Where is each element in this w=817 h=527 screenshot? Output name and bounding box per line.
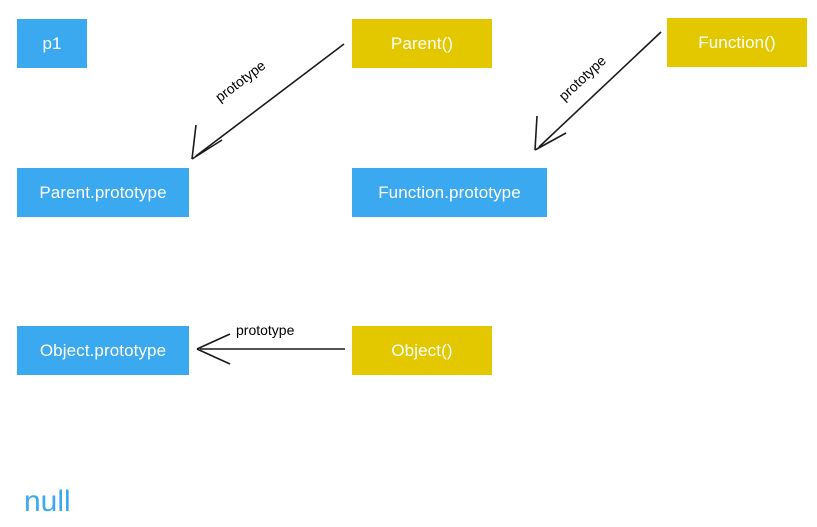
edge-label-object-prototype: prototype <box>236 322 295 338</box>
node-parent-constructor[interactable]: Parent() <box>352 19 492 68</box>
edge-parent-to-parent-prototype <box>191 43 345 160</box>
node-object-constructor[interactable]: Object() <box>352 326 492 375</box>
node-function-constructor[interactable]: Function() <box>667 18 807 67</box>
edge-label-function-prototype: prototype <box>555 52 609 104</box>
edge-function-to-function-prototype <box>534 31 662 151</box>
edge-label-parent-prototype: prototype <box>212 57 269 105</box>
node-object-prototype[interactable]: Object.prototype <box>17 326 189 375</box>
edge-object-to-object-prototype <box>196 333 345 365</box>
null-text: null <box>24 485 71 518</box>
node-parent-prototype[interactable]: Parent.prototype <box>17 168 189 217</box>
node-function-prototype[interactable]: Function.prototype <box>352 168 547 217</box>
node-p1[interactable]: p1 <box>17 19 87 68</box>
